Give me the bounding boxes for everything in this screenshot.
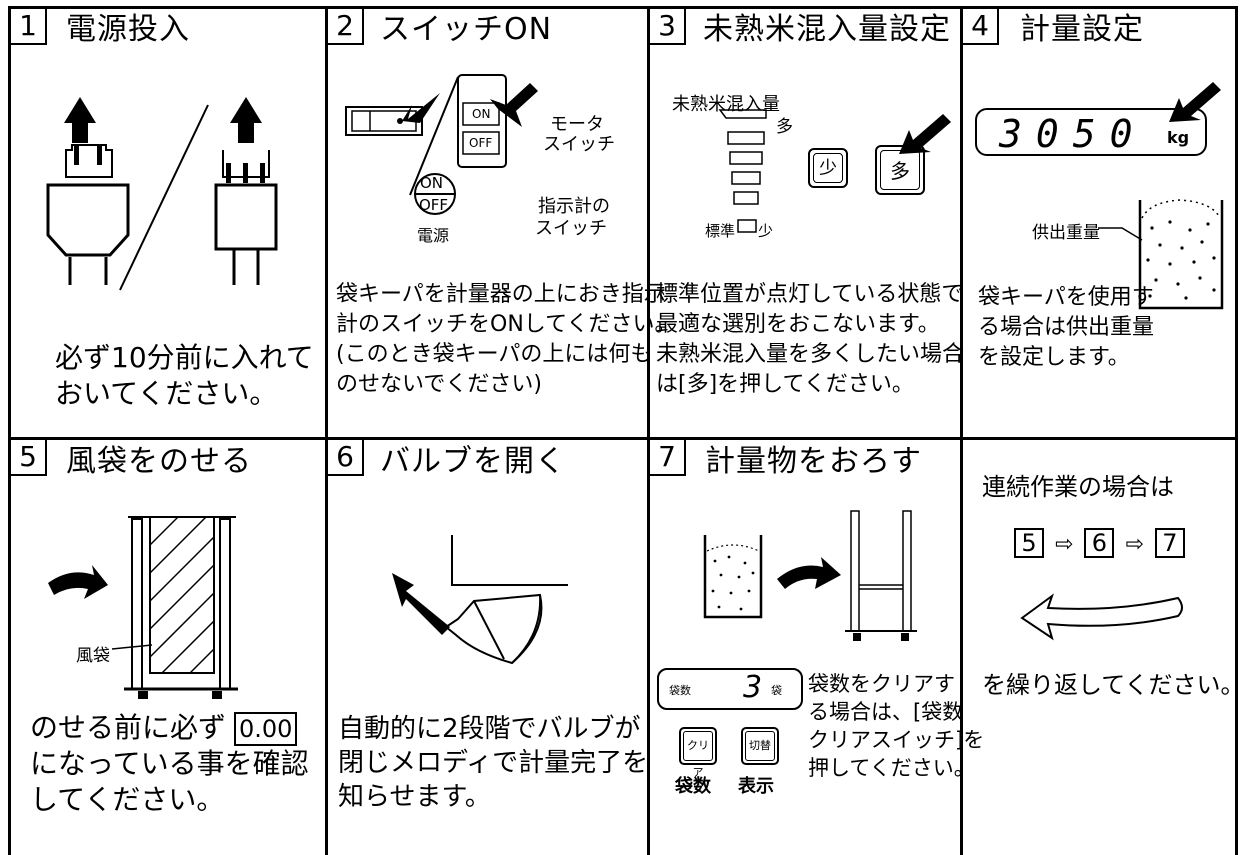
switch-button[interactable]: 切替 (741, 727, 779, 765)
step-4-number: 4 (963, 9, 999, 45)
switch-off-label: OFF (469, 136, 493, 150)
step-sequence: 5 ⇨ 6 ⇨ 7 (1014, 528, 1185, 559)
step-7-title: 計量物をおろす (705, 444, 922, 479)
step-3-text-line-2: 最適な選別をおこないます。 (656, 312, 940, 337)
many-button-label: 多 (880, 150, 920, 190)
step-2-title: スイッチON (380, 12, 553, 47)
grain-container-icon (1138, 199, 1224, 310)
weight-display: 3050 kg (975, 108, 1207, 156)
step-4-text-line-3: を設定します。 (978, 345, 1130, 370)
step-7-text-line-2: る場合は、[袋数 (808, 700, 964, 724)
power-label: 電源 (417, 226, 450, 245)
supply-weight-leader (1098, 227, 1143, 241)
step-4-title: 計量設定 (1020, 12, 1144, 47)
clear-button-label: クリア (683, 731, 713, 779)
power-off-label: OFF (419, 196, 449, 214)
step-5-text-line-2: になっている事を確認 (30, 747, 309, 780)
bag-count-display-value: 3 (743, 670, 763, 705)
step-3-text-line-4: は[多]を押してください。 (656, 372, 914, 397)
step-2-text-line-1: 袋キーパを計量器の上におき指示 (336, 282, 666, 307)
step-5-title: 風袋をのせる (66, 444, 252, 479)
tare-bag-label: 風袋 (76, 646, 110, 666)
step-2-text-line-3: (このとき袋キーパの上には何も (336, 342, 653, 367)
switch-on-label: ON (472, 107, 491, 121)
level-meter (718, 109, 767, 233)
step-5-number: 5 (11, 440, 47, 476)
zero-display-badge: 0.00 (234, 712, 298, 746)
grid-col-divider-2 (647, 6, 650, 855)
power-on-label: ON (420, 174, 444, 192)
grid-border-top (8, 6, 1238, 9)
level-many-label: 多 (776, 117, 793, 137)
step-3-text-line-3: 未熟米混入量を多くしたい場合 (656, 342, 965, 367)
sequence-step-7: 7 (1154, 528, 1185, 558)
motor-switch-label-2: スイッチ (543, 134, 615, 155)
grid-col-divider-1 (325, 6, 328, 855)
many-button[interactable]: 多 (875, 145, 925, 195)
point-arrow-icon (1169, 82, 1221, 122)
step-7-text-line-1: 袋数をクリアす (808, 672, 955, 696)
step-7-number: 7 (650, 440, 686, 476)
step-1-number: 1 (11, 9, 47, 45)
bag-count-display: 袋数 3 袋 (657, 668, 803, 710)
indicator-switch-label-1: 指示計の (538, 196, 610, 217)
unload-grain-icon (703, 510, 917, 641)
repeat-text: を繰り返してください。 (982, 671, 1242, 699)
bag-count-display-unit: 袋 (771, 684, 782, 697)
power-plug-icon (46, 97, 278, 291)
switch-button-caption: 表示 (738, 776, 774, 797)
weight-display-unit: kg (1167, 128, 1190, 147)
supply-weight-label: 供出重量 (1032, 223, 1100, 243)
step-6-text-line-3: 知らせます。 (338, 782, 491, 812)
sequence-step-5: 5 (1014, 528, 1044, 558)
grid-row-divider (8, 437, 1238, 440)
step-6-title: バルブを開く (380, 444, 566, 479)
continuous-work-title: 連続作業の場合は (982, 473, 1174, 501)
step-1-text-line-1: 必ず10分前に入れて (55, 341, 314, 374)
step-5-text-line-1: のせる前に必ず (30, 711, 227, 744)
clear-button-caption: 袋数 (675, 776, 711, 797)
step-6-text-line-1: 自動的に2段階でバルブが (338, 714, 641, 744)
step-2-number: 2 (328, 9, 364, 45)
indicator-switch-label-2: スイッチ (535, 218, 607, 239)
step-6-number: 6 (328, 440, 364, 476)
sequence-arrow-icon: ⇨ (1125, 532, 1144, 557)
level-standard-label: 標準 (705, 222, 736, 240)
step-2-text-line-4: のせないでください) (336, 372, 542, 397)
step-4-text-line-2: る場合は供出重量 (978, 315, 1155, 340)
few-button[interactable]: 少 (808, 148, 848, 188)
switch-button-label: 切替 (745, 731, 775, 761)
step-1-title: 電源投入 (66, 12, 190, 47)
step-7-text-line-4: 押してください。 (808, 756, 975, 780)
step-3-number: 3 (650, 9, 686, 45)
step-7-text-line-3: クリアスイッチ]を (808, 728, 985, 752)
level-few-label: 少 (758, 222, 774, 240)
clear-button[interactable]: クリア (679, 727, 717, 779)
few-button-label: 少 (813, 153, 843, 183)
sequence-arrow-icon: ⇨ (1055, 532, 1074, 557)
grid-border-right (1235, 6, 1238, 855)
step-5-text-line-3: してください。 (30, 783, 225, 816)
step-4-text-line-1: 袋キーパを使用す (978, 285, 1154, 310)
tare-bag-stand-icon (48, 516, 238, 699)
step-6-text-line-2: 閉じメロディで計量完了を (338, 748, 649, 778)
step-3-title: 未熟米混入量設定 (703, 12, 951, 47)
bag-count-display-label: 袋数 (669, 684, 691, 697)
grid-border-left (8, 6, 11, 855)
step-2-text-line-2: 計のスイッチをONしてください。 (336, 312, 677, 337)
press-arrow-icon (899, 114, 951, 154)
sequence-step-6: 6 (1084, 528, 1115, 558)
repeat-arrow-icon (1020, 593, 1183, 641)
valve-icon (392, 535, 568, 665)
step-1-text-line-2: おいてください。 (55, 377, 278, 410)
motor-switch-label-1: モータ (550, 114, 604, 135)
weight-display-value: 3050 (999, 112, 1147, 156)
step-3-text-line-1: 標準位置が点灯している状態で (656, 282, 964, 307)
grid-col-divider-3 (960, 6, 963, 855)
switch-diagram (345, 74, 538, 215)
